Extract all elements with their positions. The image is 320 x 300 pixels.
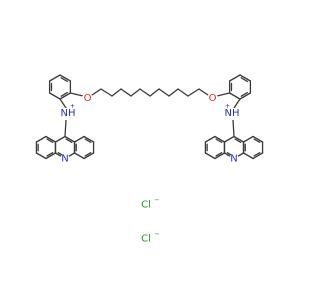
ring-bond-line	[242, 152, 254, 160]
ring-bond-line	[223, 135, 235, 143]
double-bond-line	[240, 91, 248, 97]
ring-bond-line	[54, 135, 66, 143]
ring-bond-line	[73, 152, 85, 160]
chain-bond-line	[111, 88, 122, 97]
ring-bond-line	[45, 135, 57, 143]
nh-label: NH	[61, 108, 76, 119]
chain-bond-line	[177, 88, 189, 97]
ring-bond-line	[35, 152, 47, 160]
ether-bond-line	[216, 92, 231, 97]
double-bond-line	[46, 151, 54, 157]
ring-bond-line	[242, 135, 254, 143]
ring-bond-line	[59, 74, 72, 82]
nh-label: NH	[225, 108, 240, 119]
ring-n-label: N	[230, 154, 237, 165]
acridine-nitrogen-left: N	[60, 154, 70, 165]
chain-bond-line	[198, 88, 209, 96]
molecule-structure: O NH + N O NH + N Cl − Cl	[35, 74, 264, 245]
ring-bond-line	[73, 135, 85, 143]
ring-bond-line	[48, 74, 61, 82]
double-bond-line	[60, 77, 68, 83]
double-bond-line	[240, 77, 248, 83]
chain-bond-line	[130, 88, 141, 97]
ring-bond-line	[48, 92, 61, 100]
ring-bond-line	[83, 135, 95, 143]
ring-bond-line	[252, 135, 264, 143]
ring-bond-line	[233, 135, 245, 143]
plus-sign: +	[225, 102, 230, 110]
amine-bond-line	[64, 119, 67, 138]
double-bond-line	[215, 151, 223, 157]
double-bond-line	[215, 138, 223, 144]
ring-bond-line	[239, 92, 252, 100]
ring-bond-line	[83, 152, 95, 160]
oxygen-label: O	[84, 93, 92, 104]
ring-bond-line	[204, 152, 216, 160]
chloride-label: Cl	[141, 234, 151, 245]
chain-bond-line	[91, 88, 102, 96]
ring-bond-line	[64, 135, 76, 143]
atom-labels: O NH + N O NH + N Cl − Cl	[58, 93, 243, 245]
ring-bond-line	[35, 135, 47, 143]
chain-bond-line	[120, 88, 132, 97]
ring-bond-line	[228, 92, 241, 100]
plus-sign: +	[70, 102, 75, 110]
oxygen-label: O	[209, 93, 217, 104]
ring-bond-line	[45, 152, 57, 160]
oxygen-atom-right: O	[207, 93, 218, 104]
nh-plus-left: NH +	[58, 102, 80, 120]
chain-bond-line	[158, 88, 170, 97]
double-bond-line	[46, 138, 54, 144]
double-bond-line	[65, 138, 73, 144]
double-bond-line	[253, 151, 261, 157]
amine-bond-line	[233, 98, 241, 109]
structure-canvas: O NH + N O NH + N Cl − Cl	[35, 74, 264, 245]
chloride-label: Cl	[141, 200, 151, 211]
minus-sign: −	[154, 230, 159, 238]
double-bond-line	[84, 151, 92, 157]
double-bond-line	[60, 91, 68, 97]
chain-bond-line	[100, 88, 113, 97]
oxygen-atom-left: O	[82, 93, 93, 104]
ring-n-label: N	[61, 154, 68, 165]
acridine-nitrogen-right: N	[229, 154, 239, 165]
chain-bond-line	[149, 88, 160, 97]
bond-lines	[35, 74, 264, 160]
double-bond-line	[84, 138, 92, 144]
chain-bond-line	[139, 88, 151, 97]
ring-bond-line	[214, 152, 226, 160]
ring-bond-line	[228, 74, 241, 82]
double-bond-line	[253, 138, 261, 144]
ring-bond-line	[239, 74, 252, 82]
chain-bond-line	[187, 88, 200, 97]
minus-sign: −	[154, 196, 159, 204]
chloride-ion-2: Cl −	[141, 230, 160, 245]
amine-bond-line	[232, 119, 235, 138]
amine-bond-line	[59, 98, 67, 109]
ring-bond-line	[214, 135, 226, 143]
ether-bond-line	[69, 92, 84, 97]
ring-bond-line	[252, 152, 264, 160]
nh-plus-right: NH +	[221, 102, 243, 120]
chain-bond-line	[168, 88, 179, 97]
chloride-ion-1: Cl −	[141, 196, 160, 211]
double-bond-line	[234, 138, 242, 144]
ring-bond-line	[59, 92, 72, 100]
ring-bond-line	[204, 135, 216, 143]
